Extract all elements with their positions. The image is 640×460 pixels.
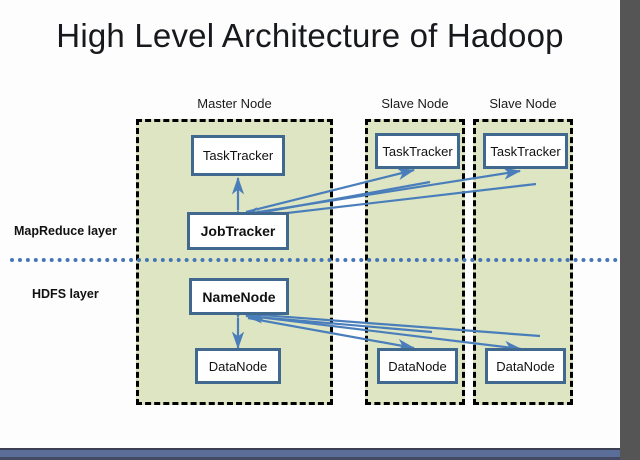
layer-divider: [10, 258, 618, 262]
component-box-master-datanode[interactable]: DataNode: [195, 348, 281, 384]
component-box-slave1-datanode[interactable]: DataNode: [377, 348, 458, 384]
window-bottom-bar-shade: [0, 457, 620, 460]
layer-label-hdfs: HDFS layer: [32, 287, 99, 301]
slide-canvas: High Level Architecture of Hadoop Master…: [10, 17, 618, 405]
component-box-master-jobtracker[interactable]: JobTracker: [187, 212, 289, 250]
component-box-slave2-tasktracker[interactable]: TaskTracker: [483, 133, 568, 169]
window-bottom-rule: [0, 448, 620, 450]
component-label: DataNode: [388, 358, 447, 374]
window-right-gutter: [620, 0, 640, 449]
component-box-slave1-tasktracker[interactable]: TaskTracker: [375, 133, 460, 169]
node-caption-slave-2: Slave Node: [489, 96, 557, 111]
window-bottom-bar: [0, 450, 620, 458]
component-label: DataNode: [496, 358, 555, 374]
layer-label-mapreduce: MapReduce layer: [14, 224, 117, 238]
window-bottom-right-block: [620, 449, 640, 460]
page-title: High Level Architecture of Hadoop: [56, 17, 564, 54]
component-label: TaskTracker: [490, 143, 561, 159]
node-caption-slave-1: Slave Node: [381, 96, 449, 111]
component-label: NameNode: [202, 288, 276, 305]
node-caption-master: Master Node: [197, 96, 272, 111]
component-box-slave2-datanode[interactable]: DataNode: [485, 348, 566, 384]
component-label: TaskTracker: [382, 143, 453, 159]
component-label: TaskTracker: [202, 148, 274, 163]
component-label: JobTracker: [200, 223, 276, 239]
component-box-master-namenode[interactable]: NameNode: [189, 278, 289, 315]
component-label: DataNode: [208, 358, 268, 374]
component-box-master-tasktracker[interactable]: TaskTracker: [191, 135, 285, 176]
